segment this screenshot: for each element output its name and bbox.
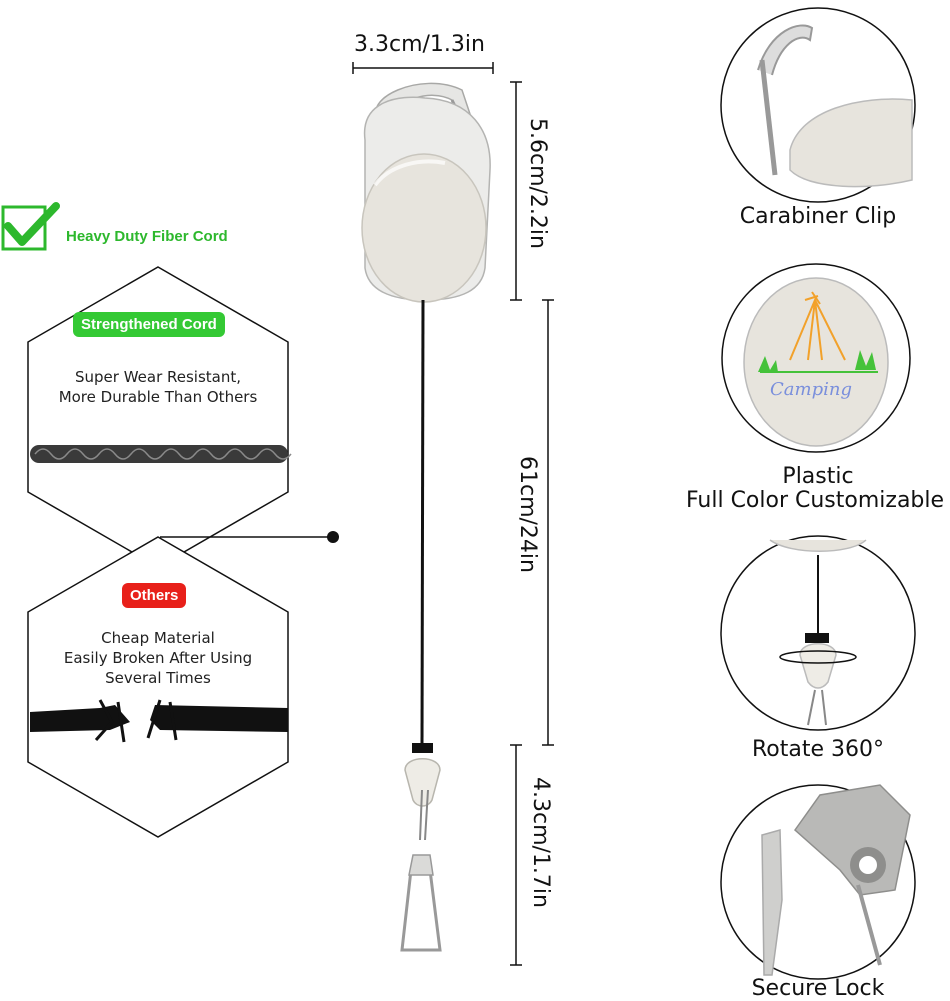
heavy-duty-label: Heavy Duty Fiber Cord (66, 228, 228, 245)
cord (420, 299, 425, 746)
others-badge: Others (122, 583, 187, 608)
width-dimension-label: 3.3cm/1.3in (354, 32, 485, 57)
strengthened-badge: Strengthened Cord (73, 312, 225, 337)
braided-cord-image (30, 445, 292, 463)
others-hexagon (27, 536, 289, 838)
strengthened-line-1: Super Wear Resistant, (74, 368, 242, 386)
end-length-dimension-line (510, 744, 522, 966)
strengthened-description: Super Wear Resistant, More Durable Than … (38, 367, 278, 407)
swivel-detail-image (769, 539, 867, 726)
frayed-rope-image (30, 699, 288, 743)
full-color-label: Full Color Customizable (685, 488, 945, 513)
plastic-label: Plastic (782, 464, 854, 489)
end-length-dimension-label: 4.3cm/1.7in (528, 777, 553, 908)
strengthened-line-2: More Durable Than Others (58, 388, 258, 406)
pointer-dot (327, 531, 339, 543)
carabiner-clip-label: Carabiner Clip (739, 204, 897, 229)
clip-height-dimension-label: 5.6cm/2.2in (525, 118, 550, 249)
clip-height-dimension-line (510, 81, 522, 301)
others-description: Cheap Material Easily Broken After Using… (38, 628, 278, 688)
checkmark-icon (1, 202, 60, 251)
camping-print-text: Camping (770, 379, 852, 400)
cord-length-dimension-line (542, 299, 554, 746)
carabiner-detail-image (757, 24, 913, 188)
others-line-3: Several Times (105, 669, 211, 687)
width-dimension-line (352, 62, 494, 74)
cord-length-dimension-label: 61cm/24in (515, 456, 540, 573)
lock-detail-image (761, 784, 911, 976)
camping-print-image (743, 277, 889, 447)
end-fitting (400, 743, 442, 952)
rotate-360-label: Rotate 360° (751, 737, 884, 762)
others-line-1: Cheap Material (101, 629, 215, 647)
secure-lock-label: Secure Lock (751, 976, 885, 1001)
others-line-2: Easily Broken After Using (63, 649, 253, 667)
badge-reel (361, 82, 491, 303)
